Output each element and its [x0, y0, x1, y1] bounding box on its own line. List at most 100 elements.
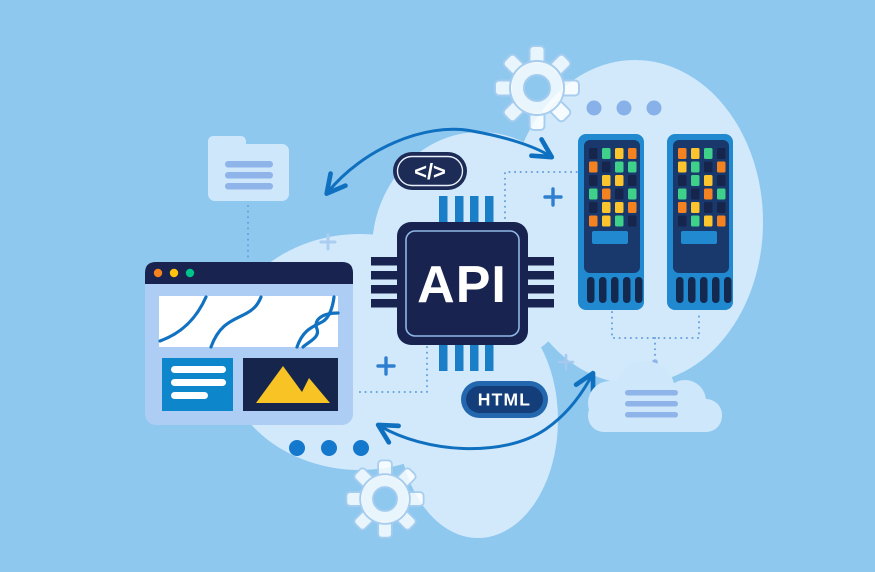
server-led [589, 161, 598, 173]
server-slot [592, 231, 628, 244]
dot [646, 100, 662, 116]
dots-top [586, 100, 662, 116]
dot [353, 440, 369, 456]
map-line [301, 311, 340, 349]
server-led [717, 215, 726, 227]
folder-line [225, 172, 273, 179]
window-dot-green [185, 268, 195, 278]
server-vent [611, 277, 619, 303]
chip-pin [439, 344, 448, 371]
server-led [717, 202, 726, 213]
server-led [691, 188, 700, 200]
server-led [678, 161, 687, 173]
server-led-grid [678, 148, 726, 227]
server-led [602, 148, 611, 159]
server-vent [599, 277, 607, 303]
dot [616, 100, 632, 116]
server-vents [676, 277, 732, 303]
gear-body [359, 473, 411, 525]
server-led [717, 188, 726, 200]
map-line [295, 295, 336, 349]
map-line [209, 295, 263, 349]
code-badge-inner-outline [396, 155, 464, 187]
server-led [691, 161, 700, 173]
server-led [589, 188, 598, 200]
code-badge: </> [393, 152, 467, 190]
code-badge-pill [393, 152, 467, 190]
server-rack-2 [667, 134, 733, 310]
dots-bottom [289, 440, 369, 456]
api-chip: API [371, 196, 554, 371]
server-led [589, 202, 598, 213]
server-led [628, 188, 637, 200]
server-vent [676, 277, 684, 303]
server-led [704, 215, 713, 227]
server-led [615, 215, 624, 227]
chip-body [397, 222, 528, 345]
server-led [589, 215, 598, 227]
server-vent [688, 277, 696, 303]
chip-pins-vertical [439, 196, 494, 371]
server-led [704, 188, 713, 200]
server-led [589, 175, 598, 186]
server-led [678, 215, 687, 227]
gear-body [508, 60, 566, 116]
code-badge-label: </> [414, 159, 446, 184]
server-led [678, 148, 687, 159]
cloud-icon [588, 361, 722, 432]
server-led [602, 161, 611, 173]
server-led [602, 202, 611, 213]
text-line [171, 379, 226, 386]
server-vent [700, 277, 708, 303]
html-badge-label: HTML [478, 390, 531, 410]
server-led [615, 202, 624, 213]
chip-pin [485, 196, 494, 223]
cloud-line [625, 412, 678, 418]
server-slot [681, 231, 717, 244]
text-line [171, 366, 226, 373]
chip-pin [527, 271, 554, 280]
server-vents [587, 277, 643, 303]
server-led [615, 148, 624, 159]
dot [289, 440, 305, 456]
server-led [602, 188, 611, 200]
server-vent [623, 277, 631, 303]
server-led [691, 215, 700, 227]
server-led [602, 175, 611, 186]
chip-pin [470, 344, 479, 371]
chip-pin [371, 271, 398, 280]
map-line [158, 295, 208, 343]
server-led [717, 175, 726, 186]
chip-pin [371, 257, 398, 266]
server-led [717, 161, 726, 173]
server-led [615, 188, 624, 200]
server-rack-1 [578, 134, 644, 310]
chip-pin [485, 344, 494, 371]
server-vent [712, 277, 720, 303]
html-badge: HTML [461, 381, 548, 418]
server-led [717, 148, 726, 159]
server-led [628, 215, 637, 227]
server-led [704, 148, 713, 159]
chip-pin [371, 285, 398, 294]
browser-titlebar [145, 262, 353, 284]
server-led [691, 175, 700, 186]
html-badge-pill [466, 386, 543, 413]
chip-pin [455, 344, 464, 371]
server-led [615, 161, 624, 173]
cloud-line [625, 390, 678, 396]
chip-inner-outline [405, 230, 520, 337]
server-led [628, 175, 637, 186]
server-led [628, 202, 637, 213]
chip-pin [455, 196, 464, 223]
server-vent [724, 277, 732, 303]
chip-pin [371, 299, 398, 308]
gear-icon-top [494, 45, 580, 131]
server-led [602, 215, 611, 227]
server-led [678, 175, 687, 186]
chip-pin [439, 196, 448, 223]
arrow-top [324, 127, 555, 196]
server-led [704, 202, 713, 213]
